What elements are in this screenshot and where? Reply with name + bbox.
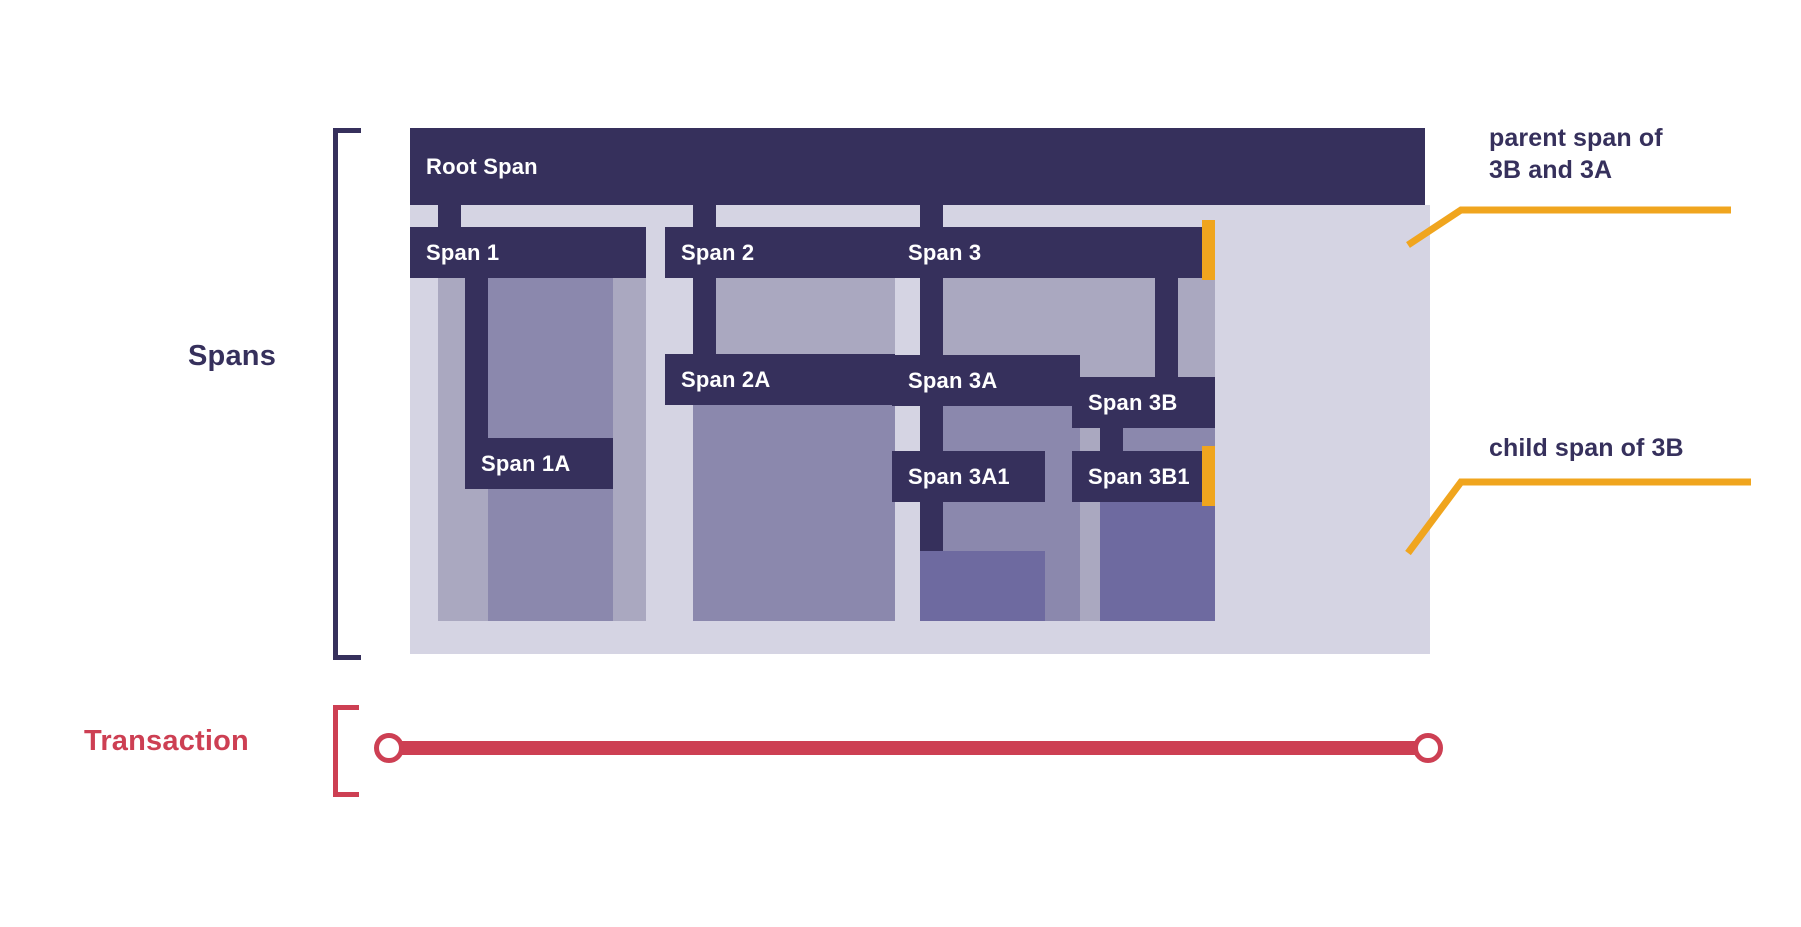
spans-waterfall: Root Span Span 1 Span 1A Span 2 Spa — [410, 128, 1430, 654]
span-label-3b: Span 3B — [1088, 389, 1178, 415]
span-label-3b1: Span 3B1 — [1088, 463, 1190, 489]
span-bar-3a[interactable]: Span 3A — [892, 355, 1080, 406]
connector-span2-to-span2a — [693, 278, 716, 354]
span-label-2: Span 2 — [681, 239, 755, 265]
connector-span3-to-span3a — [920, 278, 943, 355]
connector-span3-to-span3b — [1155, 278, 1178, 377]
parent-callout-line2: 3B and 3A — [1489, 156, 1613, 184]
span-bar-3b1[interactable]: Span 3B1 — [1072, 451, 1215, 502]
transaction-label: Transaction — [84, 725, 249, 757]
transaction-bracket — [333, 705, 359, 797]
span-label-root: Root Span — [426, 153, 538, 179]
span-bar-2a[interactable]: Span 2A — [665, 354, 895, 405]
parent-span-highlight-marker — [1202, 220, 1215, 280]
child-callout-leader — [1405, 478, 1751, 556]
span-bar-1[interactable]: Span 1 — [410, 227, 646, 278]
span-bar-root[interactable]: Root Span — [410, 128, 1425, 205]
span-label-3a1: Span 3A1 — [908, 463, 1010, 489]
span-bar-2[interactable]: Span 2 — [665, 227, 895, 278]
span-bar-1a[interactable]: Span 1A — [465, 438, 613, 489]
connector-root-to-span3 — [920, 205, 943, 227]
span-label-3: Span 3 — [908, 239, 982, 265]
transaction-end-endpoint[interactable] — [1413, 733, 1443, 763]
connector-root-to-span2 — [693, 205, 716, 227]
child-callout-line1: child span of 3B — [1489, 434, 1684, 462]
connector-span1-to-span1a — [465, 278, 488, 438]
connector-span3b-to-span3b1 — [1100, 428, 1123, 451]
span-label-3a: Span 3A — [908, 367, 998, 393]
parent-span-callout: parent span of 3B and 3A — [1489, 122, 1779, 186]
parent-callout-leader — [1406, 206, 1731, 248]
connector-root-to-span1 — [438, 205, 461, 227]
span-body-3b1 — [1100, 502, 1215, 621]
spans-bracket — [333, 128, 361, 660]
span-body-3a1 — [920, 551, 1045, 621]
transaction-timeline-track[interactable] — [385, 741, 1440, 755]
transaction-start-endpoint[interactable] — [374, 733, 404, 763]
span-label-1a: Span 1A — [481, 450, 571, 476]
parent-callout-line1: parent span of — [1489, 124, 1663, 152]
span-bar-3b[interactable]: Span 3B — [1072, 377, 1215, 428]
span-bar-3[interactable]: Span 3 — [892, 227, 1215, 278]
child-span-callout: child span of 3B — [1489, 432, 1801, 464]
span-label-2a: Span 2A — [681, 366, 771, 392]
spans-label: Spans — [188, 340, 277, 372]
child-span-highlight-marker — [1202, 446, 1215, 506]
span-label-1: Span 1 — [426, 239, 500, 265]
span-bar-3a1-true[interactable]: Span 3A1 — [892, 451, 1045, 502]
